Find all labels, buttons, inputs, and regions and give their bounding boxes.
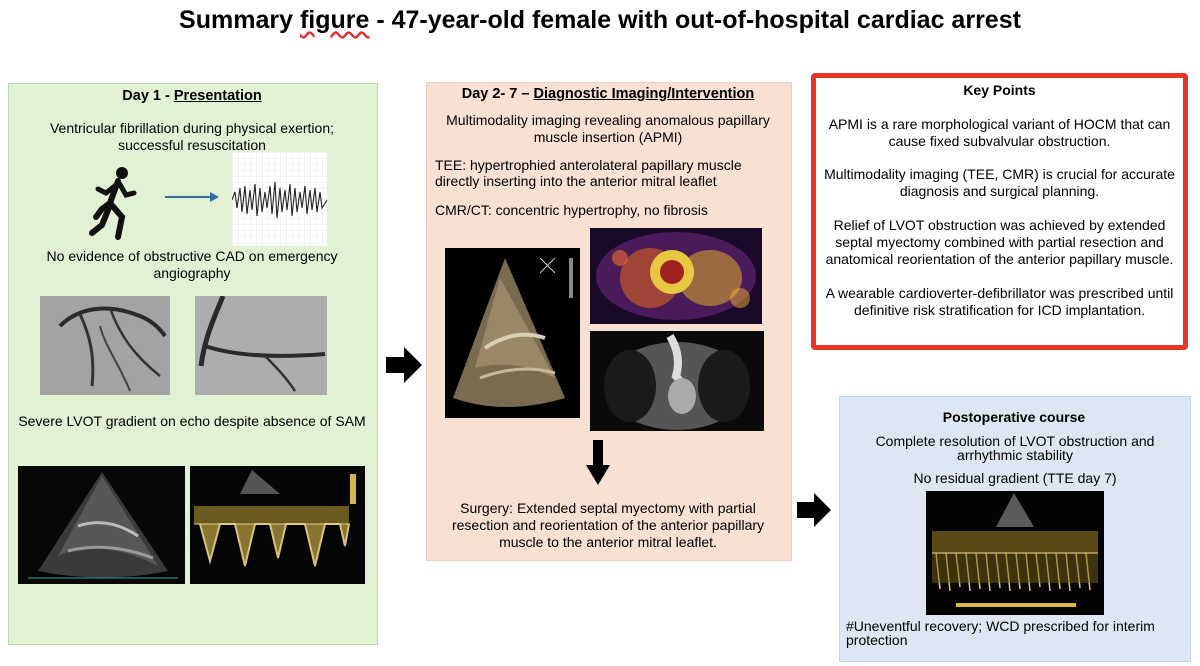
tte-doppler-image bbox=[926, 491, 1104, 615]
key-point-1: APMI is a rare morphological variant of … bbox=[828, 116, 1171, 149]
echo-doppler-image bbox=[190, 466, 365, 584]
day2-apmi-text: Multimodality imaging revealing anomalou… bbox=[446, 112, 770, 145]
runner-icon bbox=[89, 167, 137, 240]
tee-image bbox=[445, 248, 580, 418]
day2-tee-text: TEE: hypertrophied anterolateral papilla… bbox=[435, 157, 742, 189]
key-points-panel bbox=[811, 73, 1188, 350]
postop-resolution-text: Complete resolution of LVOT obstruction … bbox=[875, 433, 1155, 463]
day1-cad-text: No evidence of obstructive CAD on emerge… bbox=[46, 248, 338, 281]
angiography-image-1 bbox=[40, 296, 170, 395]
ecg-vf-strip bbox=[232, 152, 327, 246]
ct-image bbox=[590, 331, 764, 431]
day1-lvot-text: Severe LVOT gradient on echo despite abs… bbox=[18, 413, 366, 429]
arrow-right-icon bbox=[165, 192, 219, 202]
surgery-text: Surgery: Extended septal myectomy with p… bbox=[451, 500, 765, 550]
postop-recovery-text: #Uneventful recovery; WCD prescribed for… bbox=[846, 618, 1155, 648]
day1-heading: Day 1 - Presentation bbox=[122, 88, 262, 104]
figure-title: Summary figure - 47-year-old female with… bbox=[179, 6, 1021, 34]
day2-cmr-text: CMR/CT: concentric hypertrophy, no fibro… bbox=[435, 202, 708, 218]
key-point-4: A wearable cardioverter-defibrillator wa… bbox=[825, 285, 1174, 318]
key-point-2: Multimodality imaging (TEE, CMR) is cruc… bbox=[824, 166, 1175, 199]
echo-2d-image bbox=[18, 466, 185, 584]
day2-heading: Day 2- 7 – Diagnostic Imaging/Interventi… bbox=[461, 86, 755, 102]
arrow-right-icon bbox=[386, 347, 422, 383]
postop-heading: Postoperative course bbox=[942, 409, 1086, 425]
day1-vf-text: Ventricular fibrillation during physical… bbox=[49, 120, 335, 153]
postop-gradient-text: No residual gradient (TTE day 7) bbox=[913, 470, 1117, 486]
key-points-heading: Key Points bbox=[963, 82, 1036, 98]
key-point-3: Relief of LVOT obstruction was achieved … bbox=[825, 217, 1174, 267]
arrow-down-icon bbox=[586, 440, 610, 485]
cmr-image bbox=[590, 228, 762, 324]
arrow-right-icon bbox=[797, 493, 831, 527]
angiography-image-2 bbox=[195, 295, 327, 395]
